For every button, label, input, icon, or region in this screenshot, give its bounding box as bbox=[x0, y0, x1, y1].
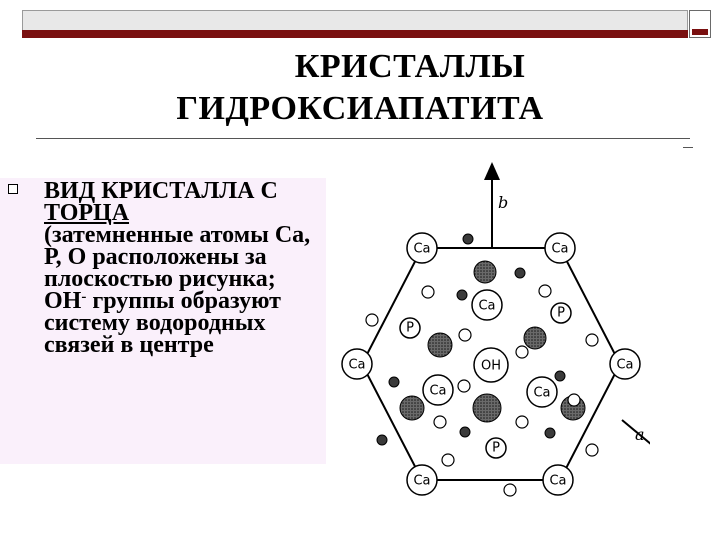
corner-decor-box bbox=[689, 10, 711, 38]
bullet-heading-line2: ТОРЦА bbox=[44, 200, 130, 226]
open-atom bbox=[421, 285, 435, 299]
p-atom-bottom: P bbox=[485, 437, 507, 459]
ca-label: Ca bbox=[549, 474, 566, 489]
bullet-square-icon bbox=[8, 184, 18, 194]
axis-b-label: b bbox=[498, 193, 508, 212]
stippled-atom bbox=[399, 395, 425, 421]
p-label: P bbox=[406, 321, 414, 336]
open-atom bbox=[458, 328, 472, 342]
title-divider bbox=[36, 138, 690, 139]
open-atom bbox=[585, 333, 599, 347]
open-atom bbox=[441, 453, 455, 467]
ca-label: Ca bbox=[348, 358, 365, 373]
open-atom bbox=[457, 379, 471, 393]
slide-title: КРИСТАЛЛЫ ГИДРОКСИАПАТИТА bbox=[0, 46, 720, 130]
dark-atom bbox=[376, 434, 388, 446]
p-label: P bbox=[557, 306, 565, 321]
ca-atom-inner-left: Ca bbox=[422, 374, 454, 406]
ca-label: Ca bbox=[616, 358, 633, 373]
stippled-atom bbox=[473, 260, 497, 284]
dark-atom bbox=[388, 376, 400, 388]
top-decor-accent bbox=[22, 30, 688, 38]
bullet-heading-line1: ВИД КРИСТАЛЛА С bbox=[44, 178, 278, 204]
open-atom bbox=[365, 313, 379, 327]
bullet-text: ВИД КРИСТАЛЛА С ТОРЦА (затемненные атомы… bbox=[44, 178, 322, 358]
open-atom bbox=[503, 483, 517, 497]
p-atom-right: P bbox=[550, 302, 572, 324]
ca-atom-bottom-left: Ca bbox=[406, 464, 438, 496]
open-atom bbox=[567, 393, 581, 407]
title-line-1: КРИСТАЛЛЫ bbox=[294, 48, 526, 85]
bullet-body-sup: - bbox=[81, 289, 87, 305]
dark-atom bbox=[459, 426, 471, 438]
ca-atom-inner-right: Ca bbox=[526, 376, 558, 408]
axis-a-label: a bbox=[635, 425, 645, 444]
oh-label: OH bbox=[481, 359, 501, 374]
stippled-atom bbox=[472, 393, 502, 423]
ca-label: Ca bbox=[478, 299, 495, 314]
bullet-panel bbox=[0, 178, 326, 464]
open-atom bbox=[585, 443, 599, 457]
ca-atom-bottom-right: Ca bbox=[542, 464, 574, 496]
ca-atom-left: Ca bbox=[341, 348, 373, 380]
ca-atom-top-right: Ca bbox=[544, 232, 576, 264]
ca-atom-top-left: Ca bbox=[406, 232, 438, 264]
dark-atom bbox=[554, 370, 566, 382]
ca-atom-inner-top: Ca bbox=[471, 289, 503, 321]
hydroxyapatite-crystal-diagram: b a Ca Ca Ca Ca Ca Ca Ca Ca Ca O bbox=[341, 162, 650, 497]
divider-tick bbox=[683, 147, 693, 148]
stippled-atom bbox=[523, 326, 547, 350]
open-atom bbox=[538, 284, 552, 298]
oh-group-center: OH bbox=[473, 347, 509, 383]
stippled-atom bbox=[427, 332, 453, 358]
open-atom bbox=[515, 345, 529, 359]
ca-atom-right: Ca bbox=[609, 348, 641, 380]
ca-label: Ca bbox=[413, 242, 430, 257]
ca-label: Ca bbox=[533, 386, 550, 401]
ca-label: Ca bbox=[413, 474, 430, 489]
top-decor-bar bbox=[22, 10, 688, 32]
bullet-body-text-end: группы образуют систему водородных связе… bbox=[44, 288, 281, 358]
p-label: P bbox=[492, 441, 500, 456]
dark-atom bbox=[456, 289, 468, 301]
title-line-2: ГИДРОКСИАПАТИТА bbox=[176, 90, 544, 127]
dark-atom bbox=[514, 267, 526, 279]
open-atom bbox=[433, 415, 447, 429]
axis-a-arrow bbox=[621, 419, 650, 445]
dark-atom bbox=[462, 233, 474, 245]
bullet-body-text: (затемненные атомы Са, Р, О расположены … bbox=[44, 222, 311, 314]
bullet-body: (затемненные атомы Са, Р, О расположены … bbox=[44, 222, 322, 358]
dark-atom bbox=[544, 427, 556, 439]
p-atom-left: P bbox=[399, 317, 421, 339]
open-atom bbox=[515, 415, 529, 429]
ca-label: Ca bbox=[429, 384, 446, 399]
ca-label: Ca bbox=[551, 242, 568, 257]
